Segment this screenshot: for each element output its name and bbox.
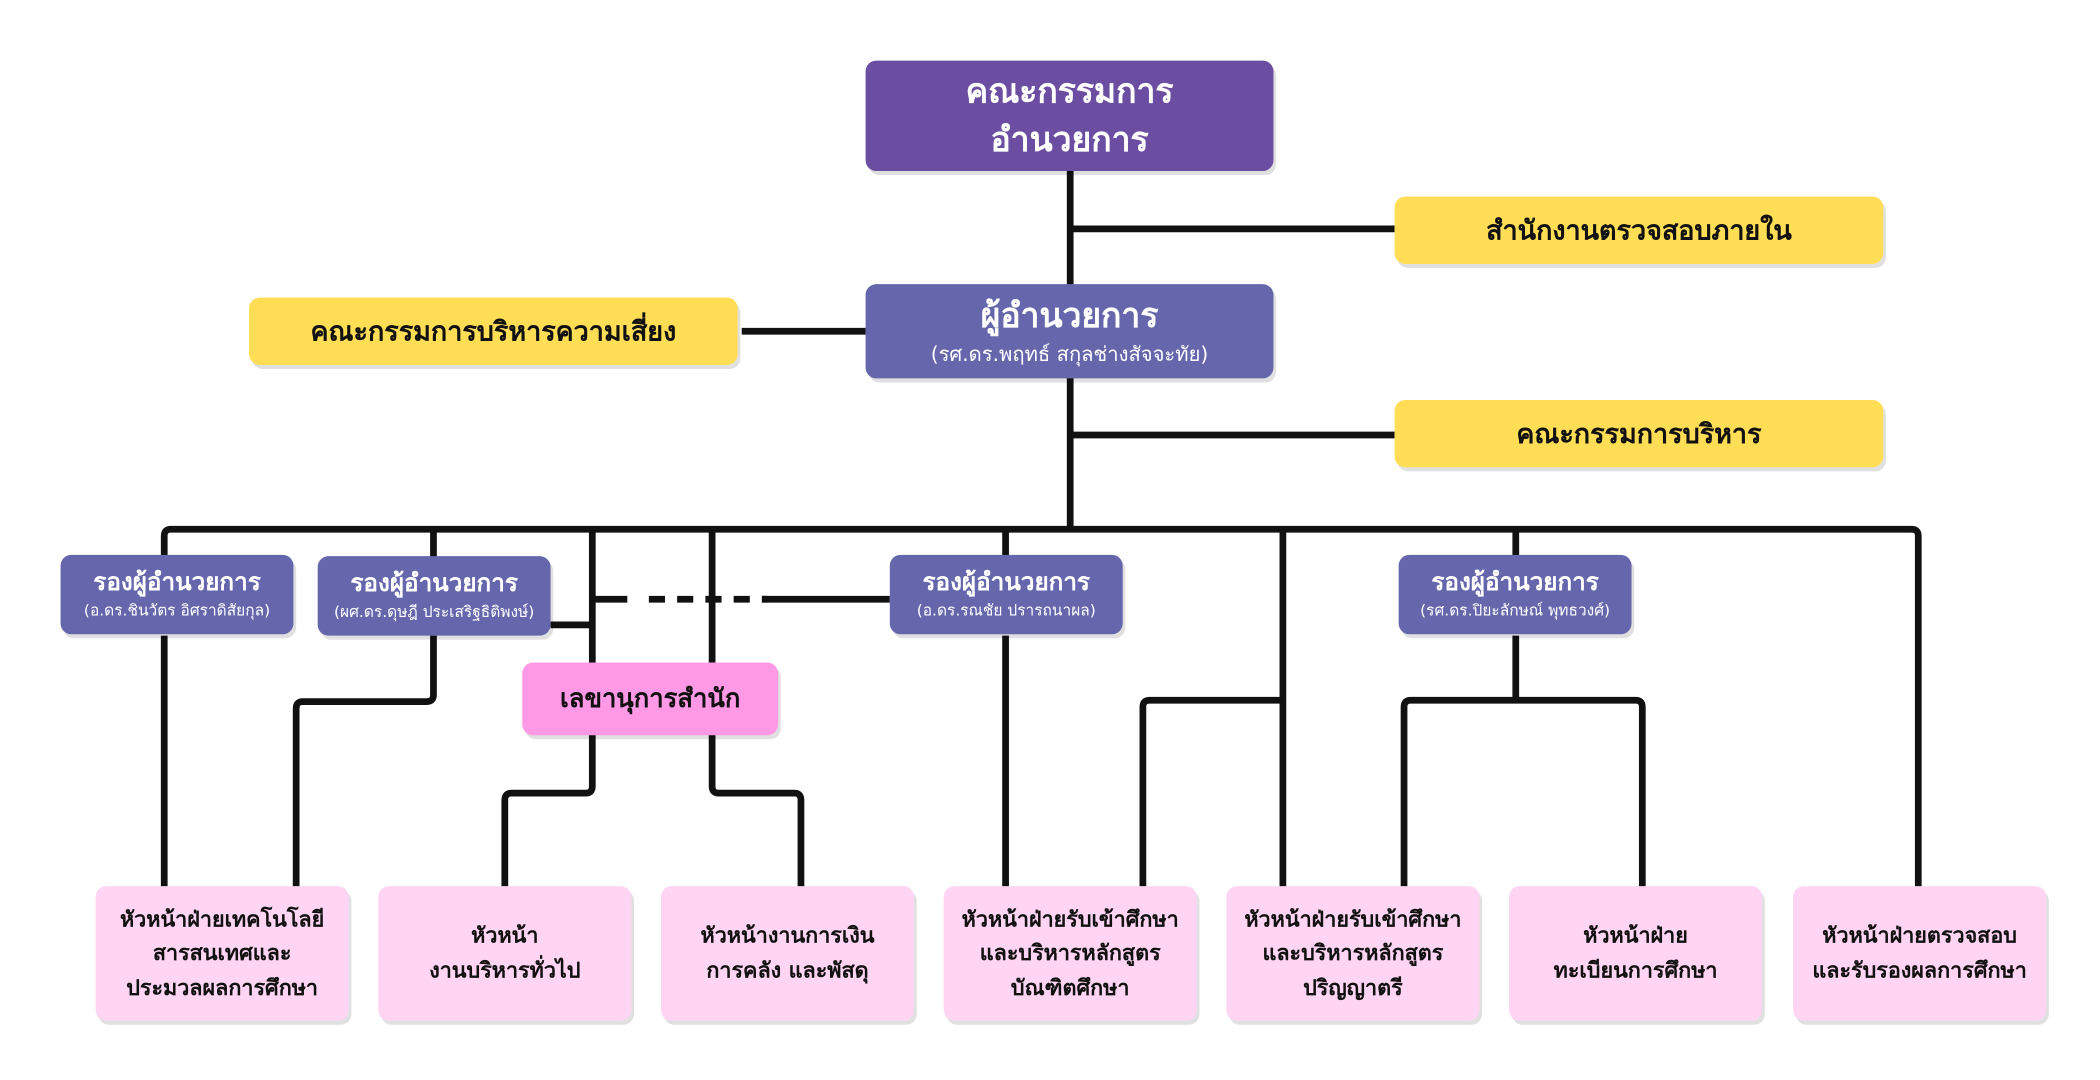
unit-it-processing: หัวหน้าฝ่ายเทคโนโลยี สารสนเทศและ ประมวลผ… [95, 886, 349, 1021]
unit-registration: หัวหน้าฝ่าย ทะเบียนการศึกษา [1509, 886, 1763, 1021]
deputy-3-title: รองผู้อำนวยการ [922, 568, 1090, 597]
connector-admissions-grad-branch [1139, 696, 1283, 889]
management-committee-label: คณะกรรมการบริหาร [1516, 417, 1762, 450]
deputy-4-title: รองผู้อำนวยการ [1431, 568, 1599, 597]
deputy-1-title: รองผู้อำนวยการ [93, 568, 261, 597]
unit-1-line-1: หัวหน้าฝ่ายเทคโนโลยี [119, 905, 325, 932]
unit-6-line-2: ทะเบียนการศึกษา [1553, 957, 1718, 984]
unit-5-line-1: หัวหน้าฝ่ายรับเข้าศึกษา [1244, 905, 1462, 932]
deputy-2-title: รองผู้อำนวยการ [350, 570, 518, 599]
deputy-3-name: (อ.ดร.รณชัย ปรารถนาผล) [916, 600, 1096, 620]
deputy-2-name: (ผศ.ดร.ดุษฎี ประเสริฐธิติพงษ์) [333, 601, 535, 621]
unit-3-line-1: หัวหน้างานการเงิน [700, 922, 875, 949]
secretary-label: เลขานุการสำนัก [560, 683, 741, 714]
unit-admissions-graduate: หัวหน้าฝ่ายรับเข้าศึกษา และบริหารหลักสูต… [943, 886, 1197, 1021]
unit-7-line-2: และรับรองผลการศึกษา [1812, 957, 2027, 984]
director-name: (รศ.ดร.พฤทธ์ สกุลช่างสัจจะทัย) [930, 342, 1209, 367]
deputy-director-2: รองผู้อำนวยการ (ผศ.ดร.ดุษฎี ประเสริฐธิติ… [317, 556, 551, 636]
unit-3-line-2: การคลัง และพัสดุ [706, 957, 869, 984]
board-box: คณะกรรมการ อำนวยการ [865, 60, 1274, 172]
internal-audit-box: สำนักงานตรวจสอบภายใน [1394, 196, 1884, 264]
unit-1-line-2: สารสนเทศและ [152, 940, 292, 966]
management-committee-box: คณะกรรมการบริหาร [1394, 399, 1884, 468]
unit-4-line-2: และบริหารหลักสูตร [979, 940, 1161, 966]
deputy-director-3: รองผู้อำนวยการ (อ.ดร.รณชัย ปรารถนาผล) [889, 554, 1123, 635]
unit-1-line-3: ประมวลผลการศึกษา [126, 974, 319, 1001]
deputy-1-name: (อ.ดร.ชินวัตร อิศราดิสัยกุล) [83, 600, 271, 620]
deputy-director-4: รองผู้อำนวยการ (รศ.ดร.ปิยะลักษณ์ พุทธวงศ… [1398, 554, 1632, 635]
unit-finance: หัวหน้างานการเงิน การคลัง และพัสดุ [660, 886, 915, 1021]
connector-secretary-left [501, 529, 596, 889]
unit-general-admin: หัวหน้า งานบริหารทั่วไป [378, 886, 632, 1021]
risk-committee-box: คณะกรรมการบริหารความเสี่ยง [249, 297, 738, 365]
connector-secretary-right [708, 529, 805, 889]
deputy-director-1: รองผู้อำนวยการ (อ.ดร.ชินวัตร อิศราดิสัยก… [60, 554, 294, 635]
unit-admissions-undergraduate: หัวหน้าฝ่ายรับเข้าศึกษา และบริหารหลักสูต… [1226, 886, 1480, 1021]
unit-4-line-1: หัวหน้าฝ่ายรับเข้าศึกษา [961, 905, 1179, 932]
deputy-4-name: (รศ.ดร.ปิยะลักษณ์ พุทธวงศ์) [1420, 600, 1611, 620]
connector-deputy4-split [1400, 635, 1520, 889]
unit-verification: หัวหน้าฝ่ายตรวจสอบ และรับรองผลการศึกษา [1793, 886, 2047, 1021]
unit-2-line-1: หัวหน้า [471, 922, 539, 949]
secretary-box: เลขานุการสำนัก [522, 662, 779, 736]
connector-deputy2-unit1 [292, 635, 437, 889]
director-box: ผู้อำนวยการ (รศ.ดร.พฤทธ์ สกุลช่างสัจจะทั… [865, 284, 1274, 379]
unit-4-line-3: บัณฑิตศึกษา [1010, 974, 1130, 1001]
unit-6-line-1: หัวหน้าฝ่าย [1583, 922, 1688, 949]
connector-main-bus [160, 525, 1922, 889]
board-title-line-1: คณะกรรมการ [965, 71, 1174, 111]
unit-2-line-2: งานบริหารทั่วไป [429, 957, 581, 984]
director-title: ผู้อำนวยการ [980, 296, 1159, 336]
board-title-line-2: อำนวยการ [990, 119, 1149, 159]
connector-deputy4-right [1515, 696, 1646, 889]
unit-5-line-2: และบริหารหลักสูตร [1262, 940, 1444, 966]
unit-7-line-1: หัวหน้าฝ่ายตรวจสอบ [1822, 922, 2017, 949]
unit-5-line-3: ปริญญาตรี [1303, 974, 1403, 1001]
internal-audit-label: สำนักงานตรวจสอบภายใน [1486, 214, 1792, 247]
risk-committee-label: คณะกรรมการบริหารความเสี่ยง [310, 315, 677, 348]
